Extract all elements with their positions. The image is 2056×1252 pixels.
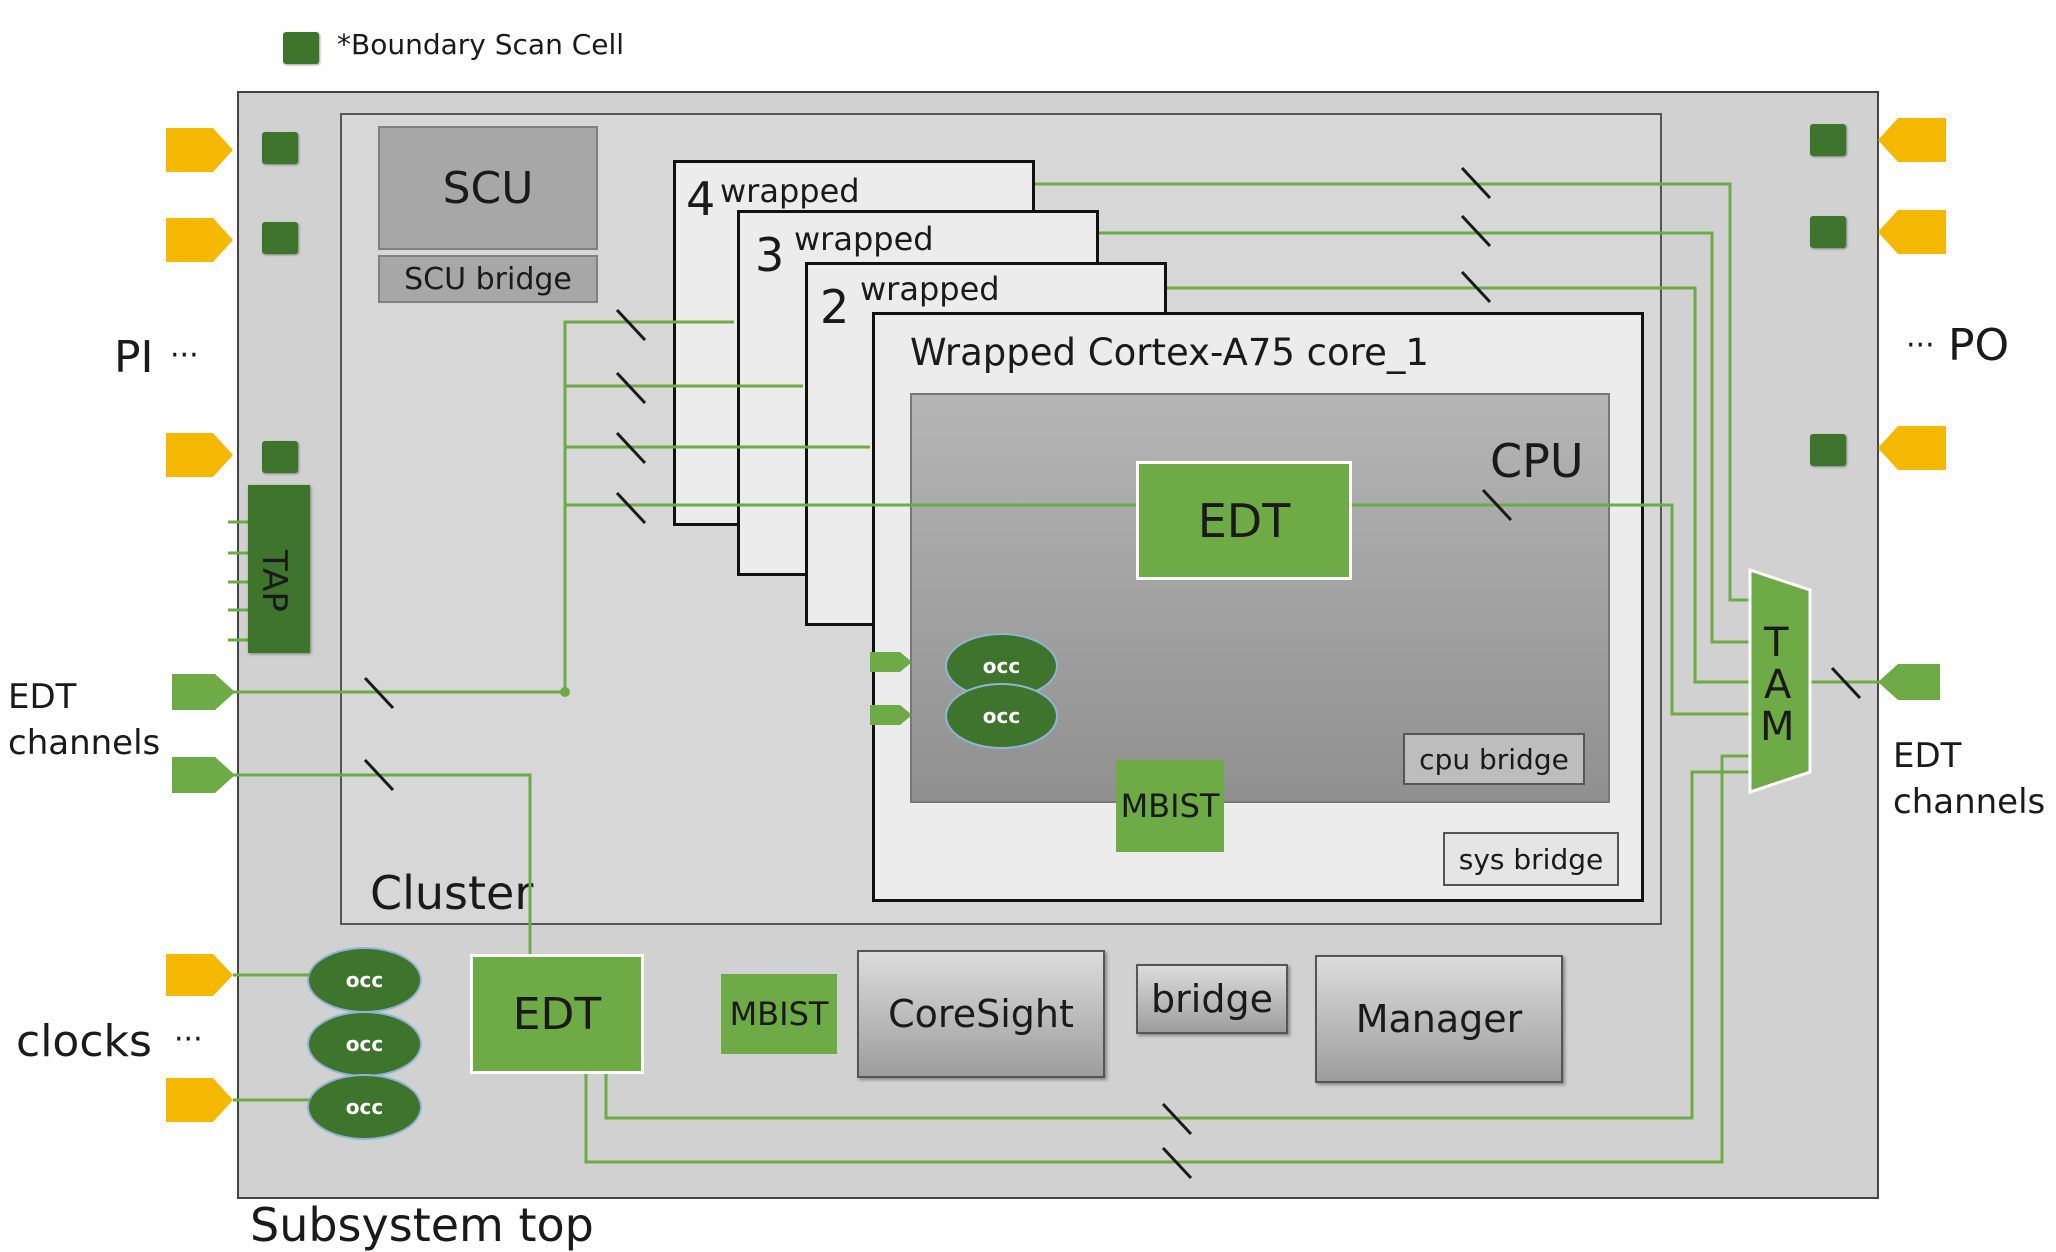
edt-channel-wire-2 (233, 773, 532, 954)
manager-block: Manager (1315, 955, 1563, 1083)
edt-channel-wire-1 (233, 320, 734, 694)
bus-slash (1460, 166, 1492, 200)
bus-slash (1161, 1146, 1193, 1180)
tam-letter-a: A (1764, 662, 1792, 708)
pi-dots: ··· (170, 338, 199, 373)
core-1-title: Wrapped Cortex-A75 core_1 (910, 331, 1429, 374)
edt-in-pad-1 (172, 674, 235, 710)
po-dots: ··· (1906, 328, 1935, 363)
clock-pad-2 (166, 1078, 233, 1122)
core-4-label: wrapped (720, 172, 860, 210)
boundary-scan-cell-right-1 (1810, 124, 1846, 156)
bus-slash (615, 371, 647, 405)
bus-slash (1481, 488, 1513, 522)
bus-slash (615, 491, 647, 525)
cluster-label: Cluster (370, 866, 534, 920)
core-2-number: 2 (820, 280, 850, 334)
tam-block (1748, 567, 1812, 795)
legend-boundary-scan-cell-icon (283, 32, 319, 64)
top-edt-to-tam-1 (604, 770, 1750, 1120)
boundary-scan-cell-left-1 (262, 132, 298, 164)
edt-channels-out-label: EDT channels (1893, 736, 2046, 822)
coresight-block: CoreSight (857, 950, 1105, 1078)
boundary-scan-cell-right-2 (1810, 216, 1846, 248)
core-2-to-tam (1167, 286, 1750, 684)
bridge-block: bridge (1136, 964, 1288, 1034)
core-3-to-tam (1099, 231, 1750, 644)
bus-slash (615, 431, 647, 465)
boundary-scan-cell-left-2 (262, 222, 298, 254)
pi-label: PI (114, 332, 154, 383)
po-pad-2 (1878, 210, 1946, 254)
cpu-occ-2: occ (945, 683, 1058, 749)
subsystem-top-label: Subsystem top (250, 1198, 594, 1252)
top-edt-to-tam-2 (584, 754, 1750, 1164)
core-2-label: wrapped (860, 270, 1000, 308)
cpu-edt-to-tam (1352, 503, 1750, 716)
boundary-scan-cell-right-3 (1810, 434, 1846, 466)
pi-pad-3 (166, 433, 233, 477)
clocks-dots: ··· (174, 1022, 203, 1057)
cpu-label: CPU (1490, 434, 1584, 488)
bus-slash (1830, 666, 1862, 700)
bus-slash (363, 676, 395, 710)
core-4-to-tam (1035, 182, 1750, 602)
bus-slash (1161, 1102, 1193, 1136)
edt-out-pad (1878, 664, 1940, 700)
top-edt-block: EDT (470, 954, 644, 1074)
po-pad-1 (1878, 118, 1946, 162)
cpu-bridge: cpu bridge (1403, 733, 1585, 785)
clock-occ-1: occ (307, 947, 422, 1013)
edt-in-pad-2 (172, 757, 235, 793)
bus-slash (1460, 214, 1492, 248)
legend-label: *Boundary Scan Cell (337, 28, 625, 61)
tap-label: TAP (254, 550, 294, 612)
bus-slash (363, 758, 395, 792)
edt-channels-in-label: EDT channels (8, 677, 161, 763)
cpu-edt-block: EDT (1136, 461, 1352, 580)
top-mbist-block: MBIST (721, 974, 837, 1054)
clock-pad-1 (166, 954, 233, 996)
po-label: PO (1948, 320, 2010, 371)
boundary-scan-cell-left-3 (262, 441, 298, 473)
sys-bridge: sys bridge (1443, 832, 1619, 886)
pi-pad-1 (166, 128, 233, 172)
tap-block (248, 485, 310, 653)
pi-pad-2 (166, 218, 233, 262)
core-3-number: 3 (755, 228, 785, 282)
cpu-occ-pin-2 (870, 705, 912, 725)
bus-slash (615, 308, 647, 342)
core-3-label: wrapped (794, 220, 934, 258)
core-mbist-block: MBIST (1116, 760, 1224, 852)
clock-occ-3: occ (307, 1074, 422, 1140)
scu-block: SCU (378, 126, 598, 250)
core-4-number: 4 (686, 172, 716, 226)
clocks-label: clocks (16, 1016, 152, 1067)
cpu-occ-pin-1 (870, 652, 912, 672)
bus-slash (1460, 270, 1492, 304)
tam-letter-m: M (1760, 704, 1795, 750)
po-pad-3 (1878, 426, 1946, 470)
tam-letter-t: T (1764, 620, 1789, 666)
bus-junction-dot (560, 687, 570, 697)
scu-bridge: SCU bridge (378, 255, 598, 303)
